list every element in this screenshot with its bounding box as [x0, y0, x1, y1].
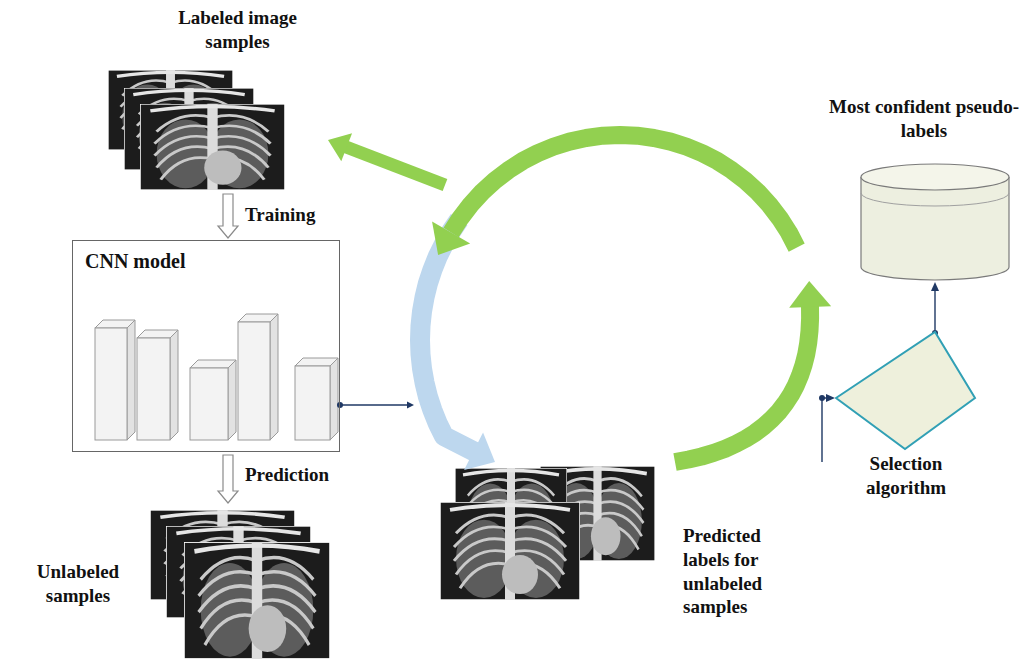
connector — [328, 133, 831, 462]
edge-label: Prediction — [245, 463, 329, 487]
cylinder-outline — [860, 163, 1010, 282]
connector — [218, 455, 238, 503]
connector-line — [340, 404, 408, 405]
cylinder-body — [861, 177, 1009, 280]
database-cylinder: Most confident pseudo-labels — [818, 95, 1030, 282]
unlabeled-xray-stack — [150, 510, 330, 659]
cycle-band — [451, 135, 797, 248]
box-title: CNN model — [85, 249, 305, 274]
connector — [218, 194, 238, 238]
connector-line — [934, 290, 935, 333]
database-label: Most confident pseudo-labels — [818, 95, 1030, 143]
xray-image — [440, 502, 580, 600]
connector-line — [822, 398, 827, 462]
xray-image — [140, 104, 285, 190]
block-arrow — [218, 455, 238, 503]
cycle-band — [345, 147, 445, 186]
block-arrow — [218, 194, 238, 238]
group-heading: Labeled image samples — [150, 6, 325, 54]
model-box: CNN model — [72, 240, 340, 452]
image-group: Predicted labels for unlabeled samples — [438, 462, 828, 654]
labeled-xray-stack — [108, 70, 285, 190]
diamond-outline — [835, 330, 977, 451]
diamond-label: Selection algorithm — [835, 452, 977, 500]
arrow-head — [407, 402, 414, 409]
arrow-head — [464, 432, 495, 469]
cnn-layers — [95, 314, 338, 440]
group-heading: Predicted labels for unlabeled samples — [683, 524, 803, 619]
edge-label: Training — [245, 203, 315, 227]
diamond-shape — [836, 332, 975, 449]
arrow-head — [826, 394, 835, 402]
cycle-band — [420, 220, 475, 453]
decision-diamond: Selection algorithm — [835, 330, 977, 505]
connector-dot — [819, 395, 825, 401]
arrow-head — [789, 281, 831, 308]
arrow-head — [328, 133, 352, 161]
connector — [931, 282, 939, 336]
image-group: Unlabeled samples — [8, 505, 338, 659]
cylinder-ring — [861, 193, 1009, 206]
image-group: Labeled image samples — [100, 0, 325, 190]
connector — [819, 394, 835, 462]
predicted-xray-stack — [440, 466, 655, 600]
arrow-head — [432, 222, 470, 256]
group-heading: Unlabeled samples — [8, 560, 148, 608]
cycle-band — [675, 305, 810, 462]
cylinder-top — [861, 164, 1009, 190]
xray-image — [184, 542, 330, 659]
connector — [337, 220, 495, 470]
arrow-head — [931, 282, 939, 291]
